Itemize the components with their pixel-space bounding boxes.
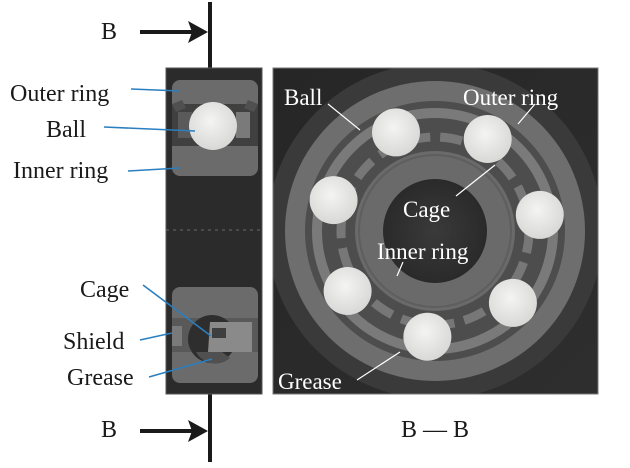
- section-ball: [463, 115, 512, 163]
- side-label-outer-ring: Outer ring: [10, 81, 110, 107]
- section-leaders: [327, 103, 536, 381]
- section-label-grease: Grease: [278, 369, 342, 394]
- side-upper-bearing: [172, 80, 258, 176]
- section-ball: [403, 312, 452, 361]
- section-label-bottom: B: [101, 417, 118, 443]
- section-ball: [372, 108, 420, 157]
- section-label-inner-ring: Inner ring: [377, 239, 469, 264]
- section-ball: [515, 190, 564, 239]
- section-ball: [488, 278, 537, 327]
- section-ball: [309, 176, 358, 225]
- section-arrow-bottom: [140, 420, 208, 442]
- side-ball: [189, 102, 237, 150]
- section-label-outer-ring: Outer ring: [463, 85, 559, 110]
- section-bore: [383, 179, 487, 283]
- section-label-cage: Cage: [403, 197, 451, 222]
- side-label-grease: Grease: [67, 365, 134, 391]
- side-label-inner-ring: Inner ring: [13, 158, 109, 184]
- side-view-panel: [165, 67, 263, 395]
- side-lower-bearing: [172, 287, 258, 383]
- side-label-cage: Cage: [80, 277, 130, 303]
- section-ball: [323, 267, 372, 315]
- section-title: B — B: [401, 417, 470, 443]
- side-label-ball: Ball: [46, 117, 86, 143]
- side-label-shield: Shield: [63, 329, 125, 355]
- section-label-ball: Ball: [284, 85, 323, 110]
- side-shield: [172, 326, 182, 346]
- section-arrow-top: [140, 21, 208, 43]
- section-label-top: B: [101, 19, 118, 45]
- section-view-panel: [272, 67, 599, 395]
- side-leaders: [103, 88, 213, 378]
